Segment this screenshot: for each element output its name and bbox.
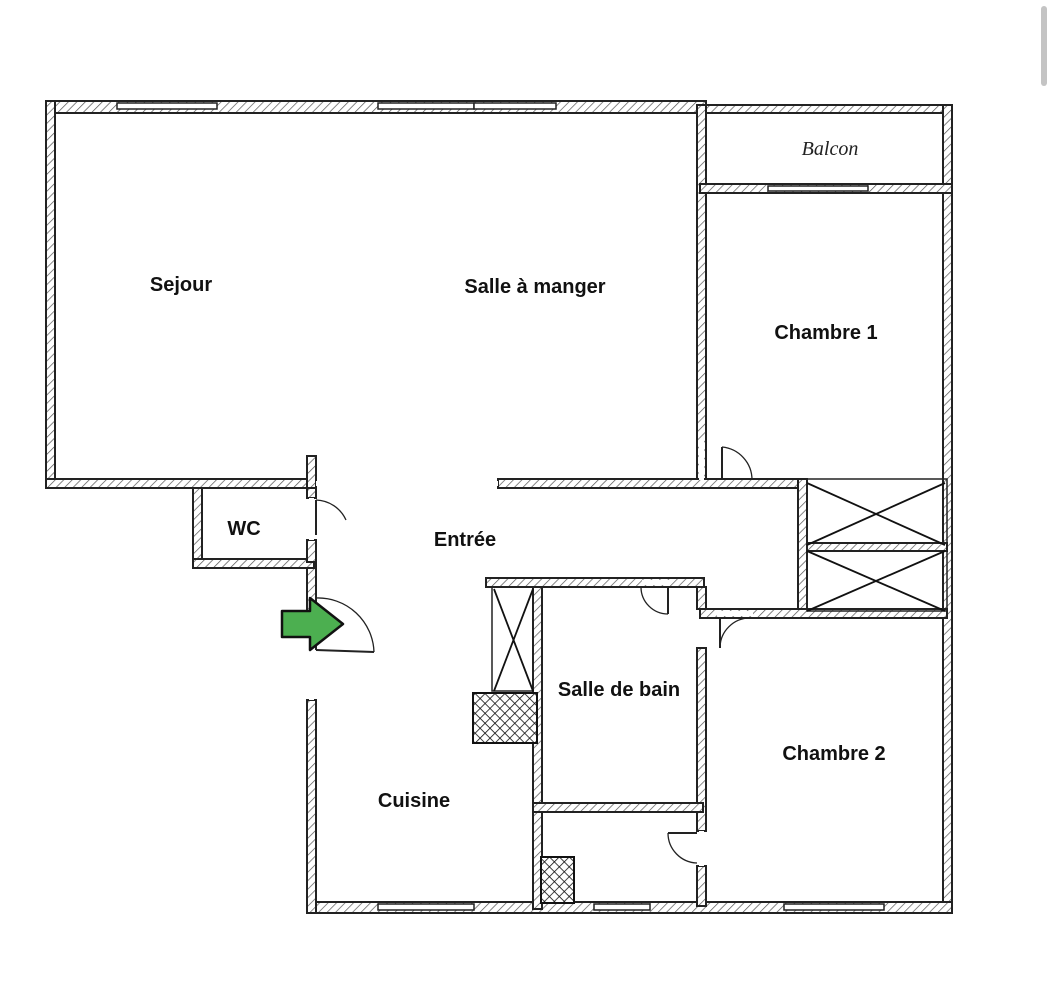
entry-arrow-icon <box>280 596 345 652</box>
room-label-chambre-2: Chambre 2 <box>782 743 885 765</box>
scrollbar-thumb[interactable] <box>1041 6 1047 86</box>
room-label-salle-de-bain: Salle de bain <box>558 679 680 701</box>
room-label-salle-a-manger: Salle à manger <box>464 276 605 298</box>
door-openings <box>309 440 753 866</box>
room-label-cuisine: Cuisine <box>378 790 450 812</box>
room-label-wc: WC <box>227 518 260 540</box>
room-label-balcon: Balcon <box>802 138 859 160</box>
room-label-sejour: Sejour <box>150 274 212 296</box>
room-label-chambre-1: Chambre 1 <box>774 322 877 344</box>
windows <box>116 102 885 911</box>
closets <box>472 478 948 904</box>
exterior-walls <box>45 100 953 914</box>
room-label-entree: Entrée <box>434 529 496 551</box>
